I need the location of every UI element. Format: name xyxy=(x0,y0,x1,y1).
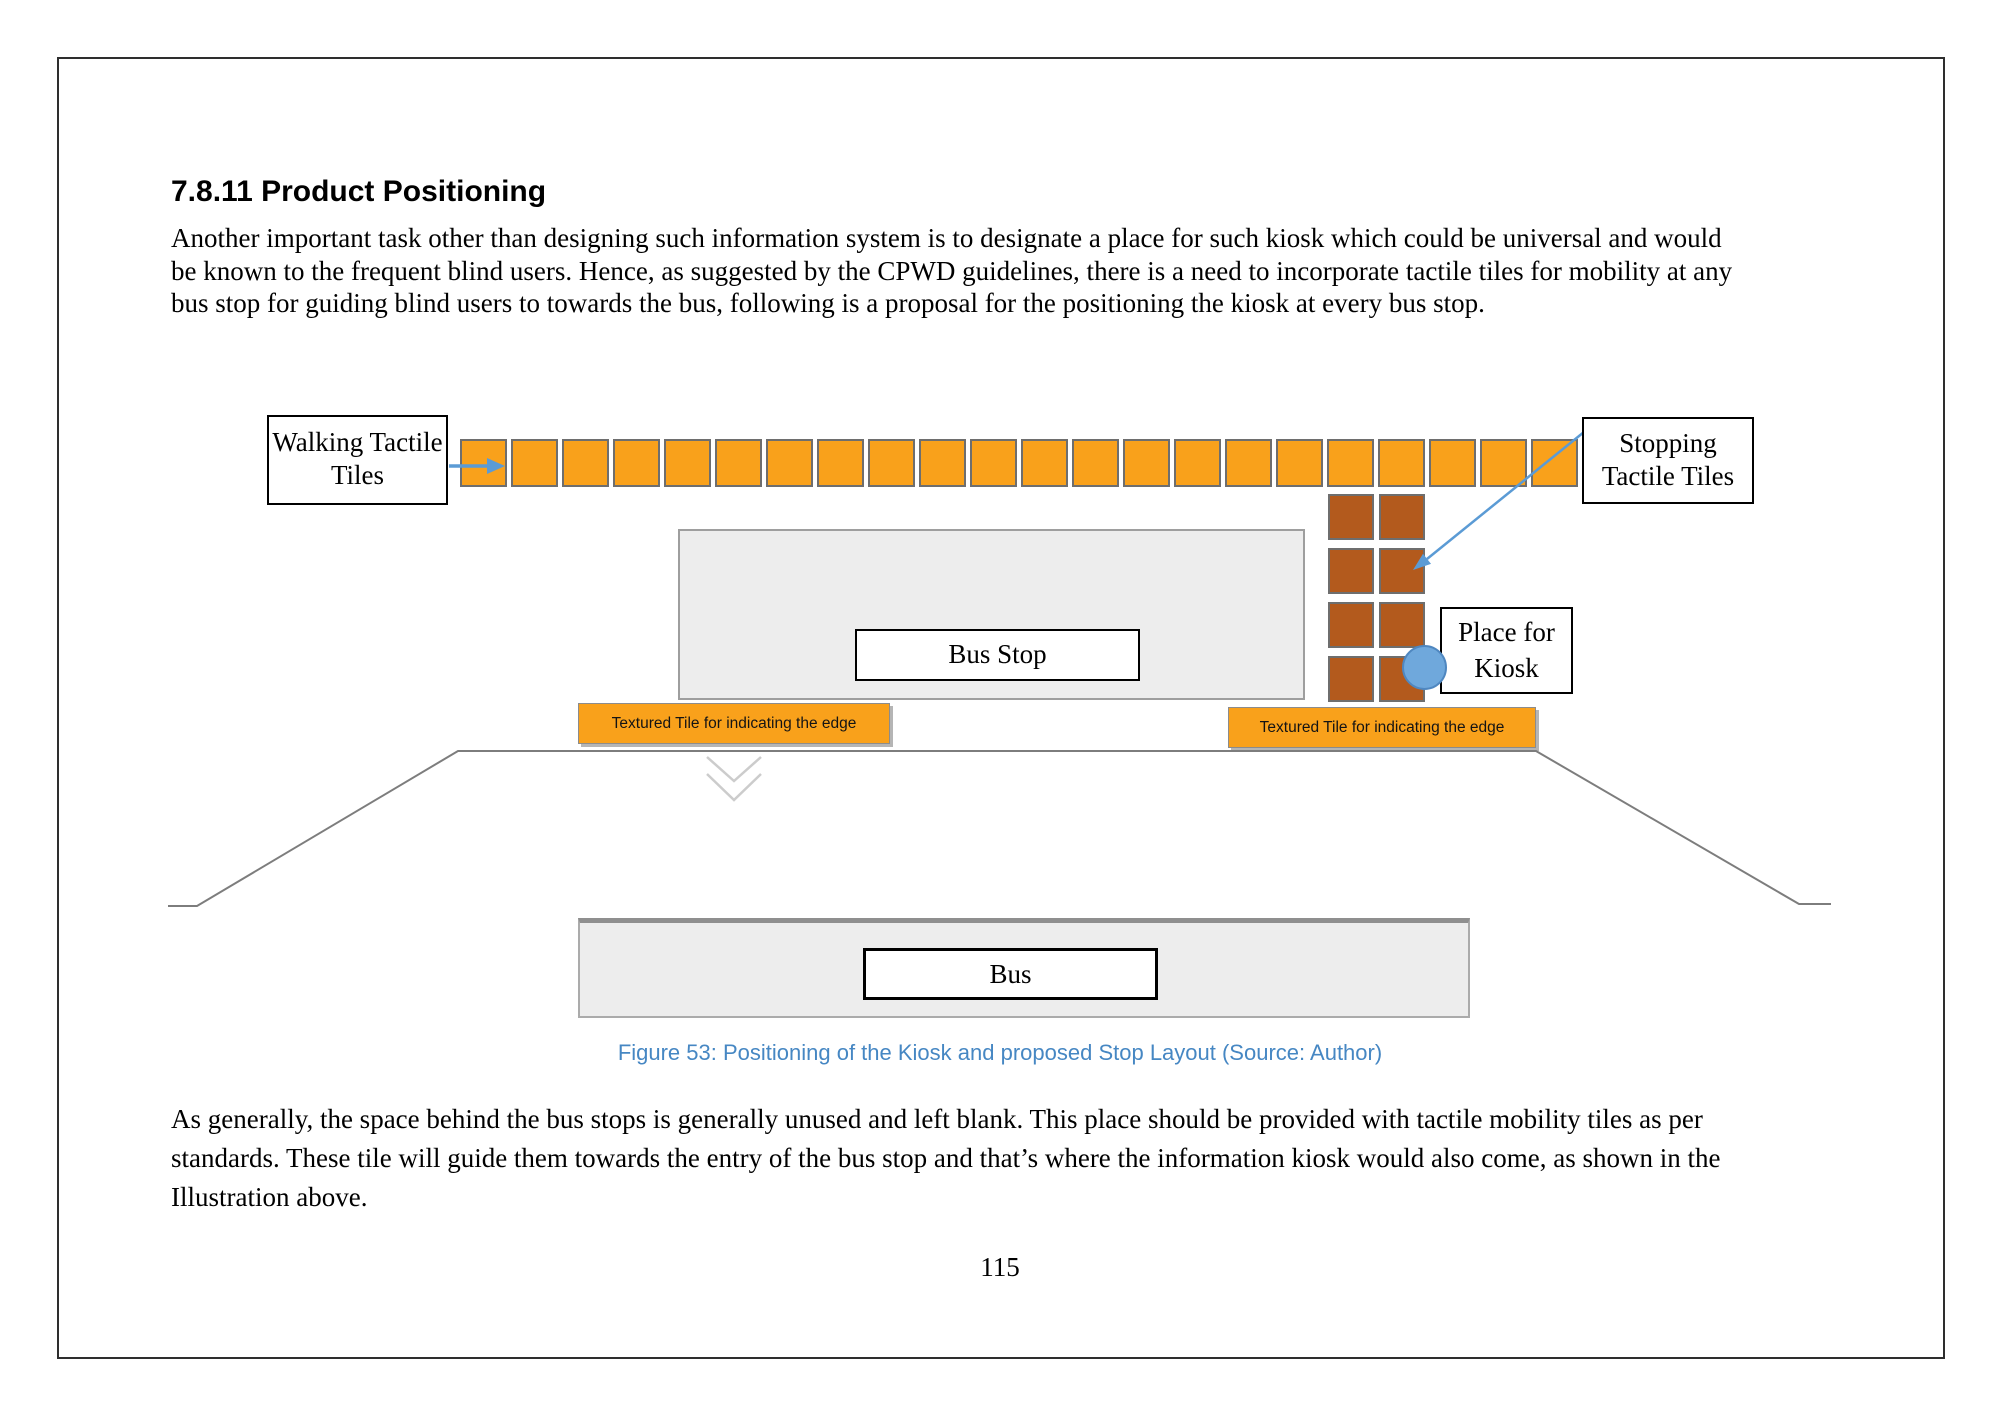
walking-tactile-tile xyxy=(1429,439,1476,487)
stopping-tactile-tile xyxy=(1379,602,1425,648)
stopping-tactile-tile xyxy=(1328,656,1374,702)
walking-tactile-tile xyxy=(970,439,1017,487)
walking-tactile-tile xyxy=(1327,439,1374,487)
walking-tactile-tile xyxy=(919,439,966,487)
walking-tactile-tile xyxy=(868,439,915,487)
section-heading: 7.8.11 Product Positioning xyxy=(171,175,547,208)
page-number: 115 xyxy=(980,1252,1020,1282)
bus-label-box: Bus xyxy=(863,948,1158,1000)
walking-tactile-tile xyxy=(1378,439,1425,487)
walking-tactile-tile xyxy=(1174,439,1221,487)
walking-tactile-tile xyxy=(817,439,864,487)
walking-tactile-tile xyxy=(1480,439,1527,487)
walking-tactile-tile xyxy=(562,439,609,487)
stopping-tactile-tile-grid xyxy=(1328,494,1425,702)
kiosk-label-box: Place for Kiosk xyxy=(1440,607,1573,694)
walking-tactile-tile xyxy=(1123,439,1170,487)
walking-tactile-tile xyxy=(766,439,813,487)
walking-tactile-tile-row xyxy=(460,439,1578,488)
stopping-tactile-tile xyxy=(1328,494,1374,540)
walking-tactile-tile xyxy=(715,439,762,487)
stopping-tactile-tile xyxy=(1328,548,1374,594)
figure-caption: Figure 53: Positioning of the Kiosk and … xyxy=(617,1040,1383,1065)
page-border xyxy=(57,57,1945,1359)
stopping-tactile-tile xyxy=(1328,602,1374,648)
stopping-tactile-tile xyxy=(1379,494,1425,540)
bus-stop-label-box: Bus Stop xyxy=(855,629,1140,681)
textured-edge-label-right: Textured Tile for indicating the edge xyxy=(1228,707,1536,748)
stopping-tiles-label-box: Stopping Tactile Tiles xyxy=(1582,417,1754,504)
walking-tiles-label-box: Walking Tactile Tiles xyxy=(267,415,448,505)
walking-tactile-tile xyxy=(1021,439,1068,487)
walking-tactile-tile xyxy=(664,439,711,487)
walking-tactile-tile xyxy=(1276,439,1323,487)
walking-tactile-tile xyxy=(1225,439,1272,487)
paragraph-intro: Another important task other than design… xyxy=(171,223,1733,318)
textured-edge-label-left: Textured Tile for indicating the edge xyxy=(578,703,890,744)
walking-tactile-tile xyxy=(1531,439,1578,487)
walking-tactile-tile xyxy=(1072,439,1119,487)
walking-tactile-tile xyxy=(613,439,660,487)
walking-tactile-tile xyxy=(460,439,507,487)
paragraph-closing: As generally, the space behind the bus s… xyxy=(171,1104,1721,1212)
stopping-tactile-tile xyxy=(1379,548,1425,594)
kiosk-spot-circle xyxy=(1402,645,1447,690)
walking-tactile-tile xyxy=(511,439,558,487)
